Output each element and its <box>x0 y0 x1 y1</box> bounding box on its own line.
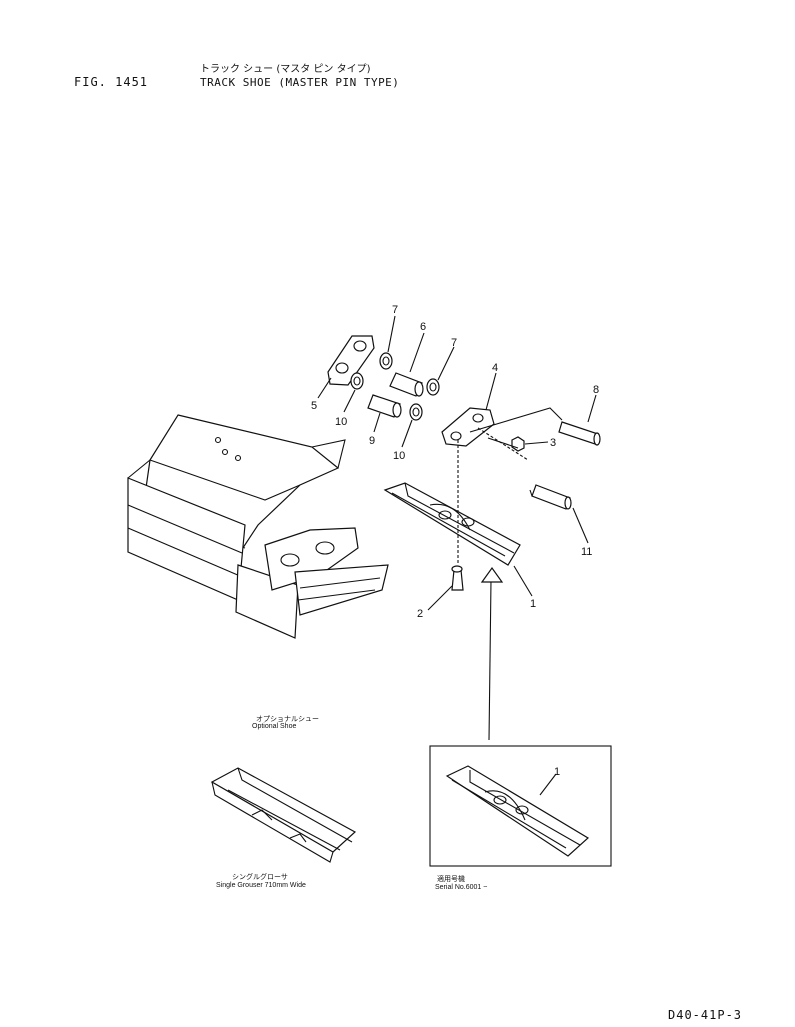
reference-arrow <box>480 566 504 741</box>
single-grouser-caption-jp: シングルグローサ <box>232 873 288 881</box>
title-english: TRACK SHOE (MASTER PIN TYPE) <box>200 76 400 89</box>
callout-6: 6 <box>420 321 426 333</box>
callout-7: 7 <box>392 304 398 316</box>
title-japanese: トラック シュー (マスタ ピン タイプ) <box>200 64 371 75</box>
callout-10: 10 <box>393 450 405 462</box>
optional-shoe-illustration <box>210 767 357 863</box>
callout-1: 1 <box>530 598 536 610</box>
callout-3: 3 <box>550 437 556 449</box>
bushing-parts <box>367 372 424 418</box>
bolt-part-2 <box>451 565 464 591</box>
seal-parts <box>350 352 440 421</box>
nut-part-3 <box>511 436 525 452</box>
optional-shoe-caption-jp: オプショナルシュー <box>256 715 319 723</box>
serial-caption-en: Serial No.6001 ~ <box>435 884 488 891</box>
callout-7: 7 <box>451 337 457 349</box>
callout-10: 10 <box>335 416 347 428</box>
master-pin-parts <box>529 421 601 510</box>
track-assembly-illustration <box>127 414 389 639</box>
master-link-part-4 <box>441 407 495 447</box>
callout-9: 9 <box>369 435 375 447</box>
track-shoe-part-1 <box>383 482 521 566</box>
callout-4: 4 <box>492 362 498 374</box>
leader-lines <box>317 315 597 796</box>
callout-1-serial-box: 1 <box>554 766 560 778</box>
serial-caption-jp: 適用号機 <box>437 875 465 883</box>
single-grouser-caption-en: Single Grouser 710mm Wide <box>216 882 306 889</box>
link-part-5 <box>327 335 375 386</box>
assembly-lines <box>457 407 563 565</box>
page-code: D40-41P-3 <box>668 1008 743 1022</box>
callout-8: 8 <box>593 384 599 396</box>
figure-number: FIG. 1451 <box>74 75 149 89</box>
callout-11: 11 <box>581 546 592 558</box>
optional-shoe-caption-en: Optional Shoe <box>252 723 297 730</box>
callout-5: 5 <box>311 400 317 412</box>
callout-2: 2 <box>417 608 423 620</box>
serial-box <box>429 745 612 867</box>
